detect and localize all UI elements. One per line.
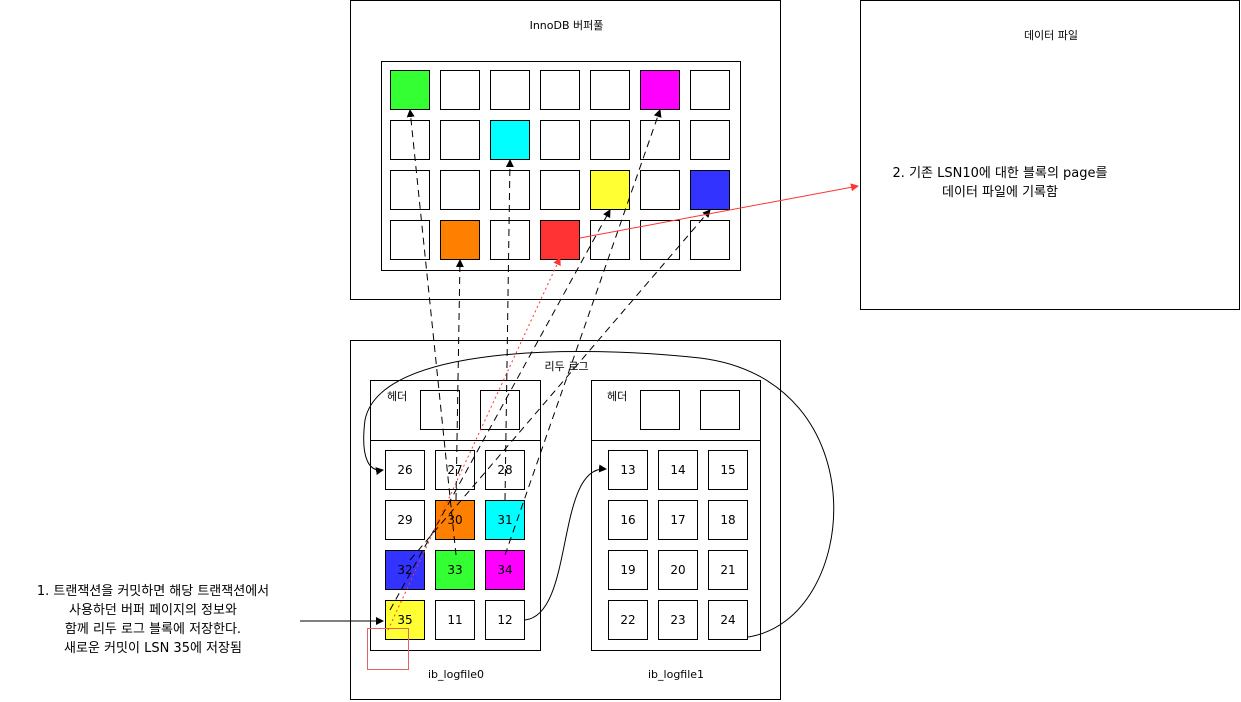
- buffer-page-r4-c3: [490, 220, 530, 260]
- logfile1-block: 22: [608, 600, 648, 640]
- old-lsn-box: [367, 628, 409, 670]
- buffer-page-r2-c2: [440, 120, 480, 160]
- logfile0-block: 31: [485, 500, 525, 540]
- logfile0-block: 30: [435, 500, 475, 540]
- buffer-page-r4-c2: [440, 220, 480, 260]
- redo-log-title: 리두 로그: [544, 360, 589, 373]
- logfile1-header-label: 헤더: [607, 390, 628, 403]
- logfile1-header-slot-2: [700, 390, 740, 430]
- buffer-page-r2-c3: [490, 120, 530, 160]
- logfile1-block: 13: [608, 450, 648, 490]
- buffer-pool-title: InnoDB 버퍼풀: [529, 19, 604, 32]
- buffer-page-r2-c1: [390, 120, 430, 160]
- buffer-page-r3-c3: [490, 170, 530, 210]
- buffer-page-r1-c6: [640, 70, 680, 110]
- step2-note: 2. 기존 LSN10에 대한 블록의 page를 데이터 파일에 기록함: [870, 164, 1130, 202]
- step2-line-2: 데이터 파일에 기록함: [942, 185, 1058, 200]
- logfile0-header-slot-1: [420, 390, 460, 430]
- buffer-page-r4-c7: [690, 220, 730, 260]
- buffer-page-r1-c3: [490, 70, 530, 110]
- buffer-page-r3-c5: [590, 170, 630, 210]
- logfile0-block: 26: [385, 450, 425, 490]
- step1-note: 1. 트랜잭션을 커밋하면 해당 트랜잭션에서 사용하던 버퍼 페이지의 정보와…: [8, 582, 298, 658]
- buffer-page-r1-c2: [440, 70, 480, 110]
- buffer-page-r4-c1: [390, 220, 430, 260]
- logfile0-block: 28: [485, 450, 525, 490]
- buffer-page-r2-c5: [590, 120, 630, 160]
- buffer-page-r1-c4: [540, 70, 580, 110]
- logfile0-block: 27: [435, 450, 475, 490]
- buffer-page-r4-c4: [540, 220, 580, 260]
- logfile1-block: 18: [708, 500, 748, 540]
- buffer-page-r1-c1: [390, 70, 430, 110]
- logfile1-block: 14: [658, 450, 698, 490]
- logfile0-block: 12: [485, 600, 525, 640]
- logfile0-block: 11: [435, 600, 475, 640]
- buffer-page-r3-c2: [440, 170, 480, 210]
- logfile1-name: ib_logfile1: [648, 668, 705, 681]
- buffer-page-r3-c6: [640, 170, 680, 210]
- logfile1-block: 23: [658, 600, 698, 640]
- logfile0-block: 29: [385, 500, 425, 540]
- logfile0-name: ib_logfile0: [428, 668, 485, 681]
- logfile1-block: 21: [708, 550, 748, 590]
- buffer-page-r4-c6: [640, 220, 680, 260]
- step1-line-4: 새로운 커밋이 LSN 35에 저장됨: [64, 641, 242, 656]
- buffer-page-r1-c5: [590, 70, 630, 110]
- logfile1-block: 16: [608, 500, 648, 540]
- buffer-page-r3-c4: [540, 170, 580, 210]
- buffer-page-r3-c7: [690, 170, 730, 210]
- buffer-page-r3-c1: [390, 170, 430, 210]
- logfile1-block: 20: [658, 550, 698, 590]
- buffer-page-r4-c5: [590, 220, 630, 260]
- logfile1-block: 15: [708, 450, 748, 490]
- logfile0-header-slot-2: [480, 390, 520, 430]
- step1-line-1: 1. 트랜잭션을 커밋하면 해당 트랜잭션에서: [36, 584, 270, 599]
- logfile0-block: 33: [435, 550, 475, 590]
- data-file-title: 데이터 파일: [1023, 29, 1079, 42]
- buffer-page-r2-c6: [640, 120, 680, 160]
- logfile0-header-label: 헤더: [387, 390, 408, 403]
- buffer-page-r1-c7: [690, 70, 730, 110]
- data-file-panel: 데이터 파일: [860, 0, 1240, 310]
- logfile0-block: 34: [485, 550, 525, 590]
- step2-line-1: 2. 기존 LSN10에 대한 블록의 page를: [892, 166, 1108, 181]
- buffer-page-r2-c4: [540, 120, 580, 160]
- logfile1-block: 17: [658, 500, 698, 540]
- logfile0-block: 32: [385, 550, 425, 590]
- step1-line-3: 함께 리두 로그 블록에 저장한다.: [64, 622, 242, 637]
- buffer-page-r2-c7: [690, 120, 730, 160]
- logfile1-block: 19: [608, 550, 648, 590]
- step1-line-2: 사용하던 버퍼 페이지의 정보와: [69, 603, 237, 618]
- logfile1-block: 24: [708, 600, 748, 640]
- logfile1-header-slot-1: [640, 390, 680, 430]
